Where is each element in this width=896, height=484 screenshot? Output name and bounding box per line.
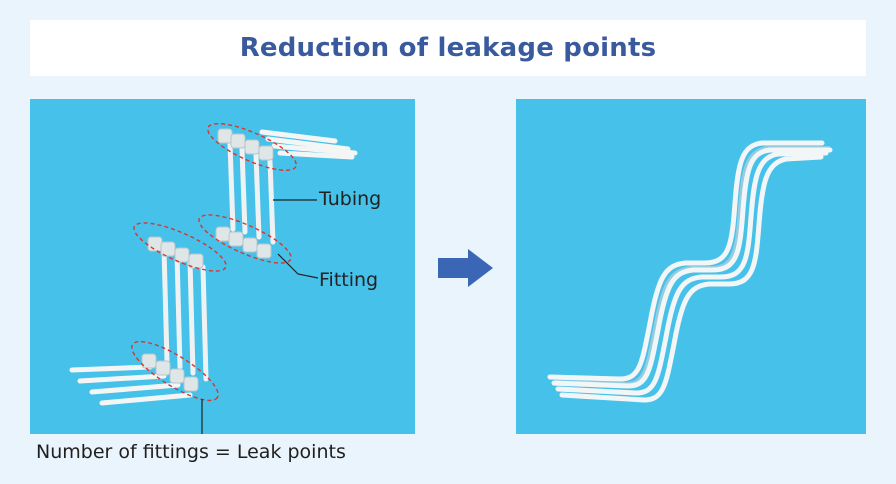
leak-points-caption: Number of fittings = Leak points	[36, 441, 346, 463]
bent-tube-4	[559, 154, 824, 403]
fitting-label: Fitting	[319, 269, 379, 291]
fitted-tubing-illustration	[69, 122, 358, 434]
highlight-bottom	[131, 340, 219, 402]
bent-tube-2	[551, 147, 833, 389]
bottom-tubes	[69, 364, 193, 406]
bent-tube-3	[555, 150, 829, 396]
fitting-leader	[277, 253, 319, 279]
title-bar: Reduction of leakage points	[30, 20, 866, 76]
tubing-label: Tubing	[319, 188, 382, 210]
highlight-top	[207, 122, 297, 172]
highlight-middle-left	[133, 222, 227, 272]
bent-tube-1	[547, 140, 825, 382]
photo-bent-tubing	[516, 99, 866, 434]
page-title: Reduction of leakage points	[239, 33, 657, 63]
upper-vertical-tubes	[227, 141, 276, 245]
middle-fittings	[147, 226, 272, 269]
top-fittings	[217, 128, 274, 161]
bent-tubing-illustration	[547, 140, 833, 403]
photo-with-fittings: Tubing Fitting	[30, 99, 415, 434]
top-tubes	[259, 129, 358, 160]
lower-vertical-tubes	[161, 246, 209, 382]
bottom-fittings	[141, 353, 199, 392]
right-arrow-icon	[438, 249, 493, 287]
